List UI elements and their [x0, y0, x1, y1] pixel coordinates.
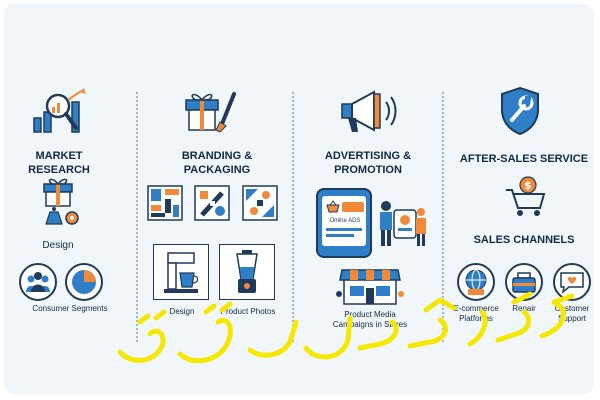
phone-screen: Online ADS	[322, 196, 366, 246]
column-divider	[136, 92, 138, 342]
product-photos-label: Product Photos	[220, 307, 276, 316]
branding-title-line2: PACKAGING	[183, 164, 251, 176]
ecommerce-globe-icon	[456, 262, 496, 302]
watermark	[110, 282, 580, 382]
branding-design-label: Design	[169, 307, 195, 316]
watermark-handwriting	[117, 291, 575, 364]
advertising-title-line2: PROMOTION	[334, 164, 402, 176]
repair-label: Repair	[512, 304, 536, 313]
shopping-basket-icon	[326, 200, 340, 213]
coffee-maker-box	[153, 244, 209, 300]
market-research-title: MARKET RESEARCH	[28, 150, 90, 176]
campaign-label-line1: Product Media	[344, 310, 396, 319]
infographic-card: MARKET RESEARCH Design	[4, 4, 594, 394]
sales-channels-title: SALES CHANNELS	[473, 234, 575, 246]
pattern-tile-icon	[194, 185, 230, 221]
design-label: Design	[42, 240, 74, 251]
chat-heart-icon	[552, 262, 592, 302]
pattern-tile-icon	[147, 185, 183, 221]
branding-title-line1: BRANDING &	[181, 150, 253, 162]
shopping-cart-dollar-icon: $	[504, 176, 548, 218]
online-ads-text: Online ADS	[329, 218, 361, 224]
column-divider	[292, 92, 294, 342]
coffee-maker-icon	[164, 252, 199, 293]
svg-text:$: $	[524, 179, 532, 192]
support-label-line2: Support	[557, 314, 587, 323]
advertising-title-line1: ADVERTISING &	[324, 150, 412, 162]
ecommerce-label-line2: Platforms	[459, 314, 493, 323]
shield-wrench-icon	[498, 86, 542, 136]
column-divider	[442, 92, 444, 342]
support-label-line1: Customer	[554, 304, 590, 313]
blender-box	[219, 244, 275, 300]
ad-line	[326, 234, 354, 237]
storefront-icon	[336, 266, 404, 306]
consumer-segments-people-icon	[18, 262, 58, 302]
ad-line	[326, 228, 362, 231]
market-research-icon	[32, 88, 88, 136]
toolbox-icon	[504, 262, 544, 302]
gift-gear-icon	[40, 176, 82, 226]
megaphone-icon	[338, 88, 398, 136]
campaign-label-line2: Campaigns in Stores	[332, 320, 408, 329]
after-sales-title: AFTER-SALES SERVICE	[459, 153, 589, 165]
ad-badge	[342, 202, 364, 212]
phone-icon: Online ADS	[316, 188, 372, 258]
pie-chart-icon	[64, 262, 104, 302]
people-tablet-icon	[376, 198, 428, 250]
blender-icon	[236, 250, 258, 293]
ecommerce-label-line1: E-commerce	[453, 304, 499, 313]
pattern-tile-icon	[242, 185, 278, 221]
gift-brush-icon	[182, 88, 242, 136]
consumer-segments-label: Consumer Segments	[32, 304, 108, 313]
